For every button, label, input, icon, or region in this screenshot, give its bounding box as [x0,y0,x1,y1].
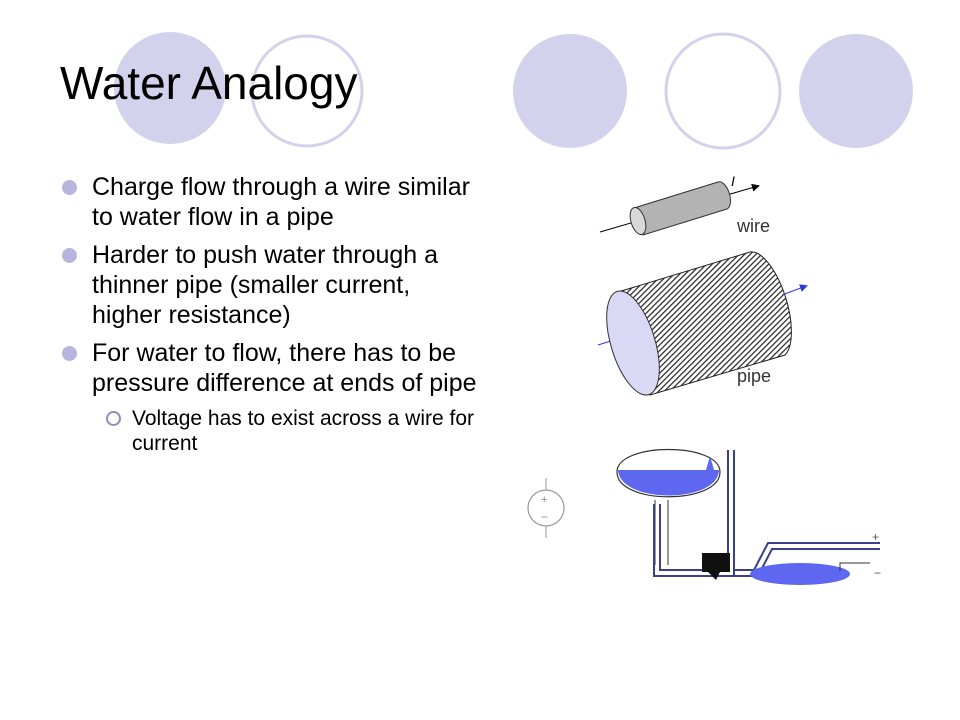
bullet-dot-icon [62,248,77,263]
battery-symbol: + − [527,478,565,538]
list-item: For water to flow, there has to be press… [60,338,480,398]
sub-bullet-ring-icon [106,411,121,426]
battery-minus: − [541,510,548,524]
pump-icon [702,553,730,580]
wire-body [633,181,731,236]
return-pipe [659,450,729,571]
decor-circle-filled [513,34,627,148]
decor-circle-outline [664,32,782,150]
list-item: Charge flow through a wire similar to wa… [60,172,480,232]
current-symbol: I [731,173,735,189]
pipe-flow-out-arrow-icon [781,284,808,296]
battery-plus: + [541,494,547,506]
bullet-dot-icon [62,346,77,361]
wire-diagram: I wire [599,173,770,236]
decor-circle-filled [114,32,226,144]
bullet-text: For water to flow, there has to be press… [92,339,477,397]
pipe-body [617,251,792,396]
page-title: Water Analogy [60,57,358,109]
pipe-diagram: pipe [597,251,808,396]
sub-bullet-text: Voltage has to exist across a wire for c… [132,407,474,455]
bullet-text: Harder to push water through a thinner p… [92,241,439,329]
decor-circle-filled [799,34,913,148]
bullet-list: Charge flow through a wire similar to wa… [60,172,480,456]
water-tank-diagram: + − [616,449,881,585]
pool-minus: − [874,566,881,580]
pipe-end [606,290,660,396]
decor-circle-outline [250,34,364,148]
pool-water [750,563,850,585]
sub-list-item: Voltage has to exist across a wire for c… [60,406,480,456]
wire-label: wire [736,216,770,236]
tank-water [618,470,719,496]
wire-end [629,206,647,236]
tank-spout [706,456,714,470]
bullet-text: Charge flow through a wire similar to wa… [92,173,470,231]
supply-pipe [734,542,880,571]
supply-plus: + [872,530,879,544]
water-analogy-figure: I wire pipe + − [527,173,881,585]
list-item: Harder to push water through a thinner p… [60,240,480,330]
bullet-dot-icon [62,180,77,195]
pipe-label: pipe [737,366,771,386]
decorative-circles [114,32,913,150]
